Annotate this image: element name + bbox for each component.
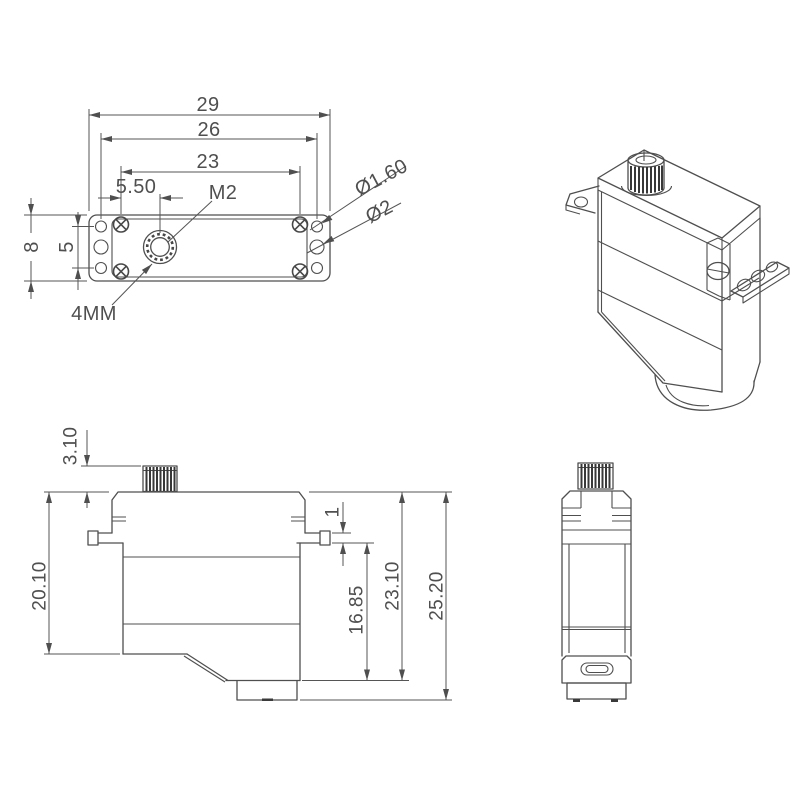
dim-1-label: 1	[323, 507, 344, 518]
dim-20-10: 20.10	[30, 491, 120, 655]
front-bottom-block	[561, 655, 632, 702]
top-view: 29 26 23 5.50 8	[21, 94, 412, 325]
side-bottom-boss	[236, 680, 298, 701]
label-dia-2: Ø2	[362, 196, 397, 228]
iso-left-tab	[565, 185, 600, 215]
dim-26: 26	[100, 119, 318, 219]
dim-25-20: 25.20	[300, 491, 452, 701]
dim-16-85: 16.85	[347, 543, 370, 681]
dim-5-50-label: 5.50	[116, 176, 157, 198]
label-4mm: 4MM	[71, 303, 117, 325]
isometric-view	[565, 149, 790, 411]
dim-25-20-label: 25.20	[427, 571, 448, 621]
servo-body-outline	[111, 218, 308, 278]
leader-m2: M2	[167, 182, 238, 243]
dim-26-label: 26	[197, 119, 220, 141]
dim-8-label: 8	[21, 241, 43, 253]
dim-20-10-label: 20.10	[30, 561, 51, 611]
side-view: 3.10 20.10 1 16.85 23.10	[30, 427, 452, 701]
dim-29: 29	[88, 94, 331, 211]
label-m2: M2	[209, 182, 238, 204]
dim-23-10-label: 23.10	[383, 561, 404, 611]
dim-23-10: 23.10	[302, 492, 409, 681]
leader-4mm: 4MM	[71, 263, 153, 325]
side-tabs	[87, 530, 331, 546]
dim-5-50: 5.50	[98, 176, 183, 233]
label-dia-1-60: Ø1.60	[351, 155, 411, 201]
iso-screw-post	[706, 237, 731, 301]
dim-23: 23	[120, 151, 301, 214]
iso-body	[597, 189, 761, 393]
iso-right-flange	[730, 261, 790, 304]
screw-holes-crossed	[112, 216, 309, 280]
mounting-tab-holes	[93, 220, 325, 275]
servo-flange-outline	[88, 214, 331, 282]
dim-5: 5	[56, 212, 94, 290]
front-view	[561, 462, 632, 702]
iso-spline	[620, 152, 673, 197]
leader-dia-2: Ø2	[306, 196, 402, 254]
dim-16-85-label: 16.85	[347, 585, 368, 635]
dim-3-10-label: 3.10	[61, 427, 82, 466]
dim-8: 8	[21, 198, 87, 299]
dim-23-label: 23	[196, 151, 219, 173]
iso-top-face	[597, 149, 761, 239]
dim-5-label: 5	[56, 241, 78, 253]
iso-bottom-boss	[654, 374, 755, 411]
side-case	[122, 542, 301, 683]
bearing	[142, 229, 178, 265]
front-case	[561, 490, 632, 657]
side-flange	[111, 491, 306, 534]
side-spline	[142, 465, 178, 493]
leader-dia-1-60: Ø1.60	[309, 155, 412, 231]
dim-29-label: 29	[196, 94, 219, 116]
dim-3-10: 3.10	[61, 427, 141, 508]
front-spline	[577, 462, 614, 490]
